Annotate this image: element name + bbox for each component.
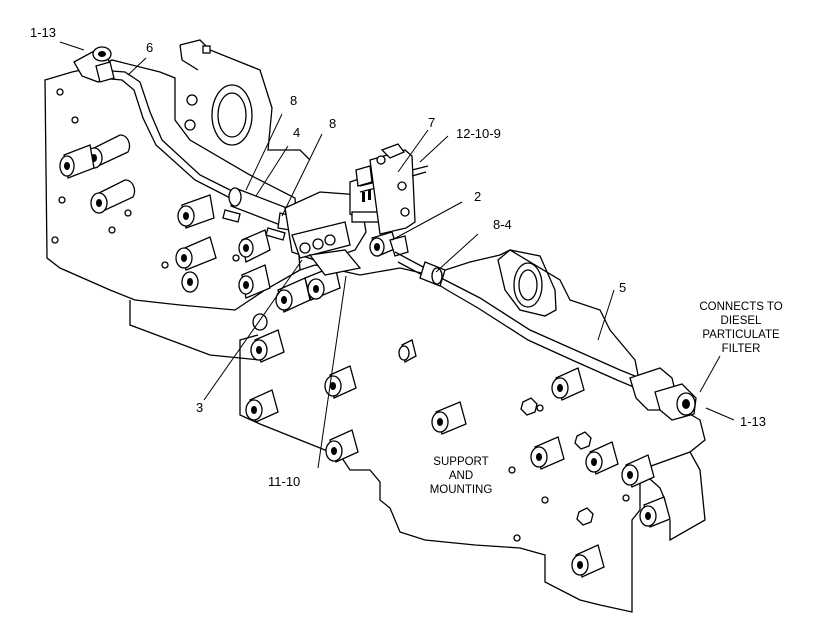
callout-11-10: 11-10 xyxy=(268,474,300,489)
callout-2: 2 xyxy=(474,189,481,204)
callout-12-10-9: 12-10-9 xyxy=(456,126,501,141)
tube-assembly-4 xyxy=(222,187,293,241)
callout-1-13-top: 1-13 xyxy=(30,25,56,40)
note-support-and-mounting: SUPPORT AND MOUNTING xyxy=(430,456,493,496)
bracket-cutout-right xyxy=(497,249,557,317)
leader-lines xyxy=(59,41,735,469)
note-dpf-line-1: CONNECTS TO xyxy=(699,301,782,313)
note-dpf-line-2: DIESEL xyxy=(721,315,763,327)
callout-5: 5 xyxy=(619,280,626,295)
standoff-group-right xyxy=(245,329,671,578)
note-support-line-3: MOUNTING xyxy=(430,484,493,496)
callout-4: 4 xyxy=(293,125,300,140)
pressure-sensor-body xyxy=(284,165,383,276)
fitting-2 xyxy=(369,231,409,257)
tube-5 xyxy=(394,251,641,389)
elbow-fitting-top xyxy=(73,46,115,83)
tube-6 xyxy=(97,69,241,203)
callout-8-4: 8-4 xyxy=(493,217,512,232)
note-connects-to-dpf: CONNECTS TO DIESEL PARTICULATE FILTER xyxy=(699,301,782,355)
callout-1-13-right: 1-13 xyxy=(740,414,766,429)
note-support-line-2: AND xyxy=(449,470,473,482)
sensor-bracket-7 xyxy=(369,143,429,235)
note-dpf-line-4: FILTER xyxy=(722,343,761,355)
callout-7: 7 xyxy=(428,115,435,130)
elbow-fitting-right xyxy=(629,367,697,421)
callout-6: 6 xyxy=(146,40,153,55)
callout-8-b: 8 xyxy=(329,116,336,131)
standoff-group-left xyxy=(59,134,341,331)
note-support-line-1: SUPPORT xyxy=(433,456,488,468)
upper-bracket xyxy=(179,39,311,161)
callout-3: 3 xyxy=(196,400,203,415)
callout-8-a: 8 xyxy=(290,93,297,108)
note-dpf-line-3: PARTICULATE xyxy=(702,329,780,341)
